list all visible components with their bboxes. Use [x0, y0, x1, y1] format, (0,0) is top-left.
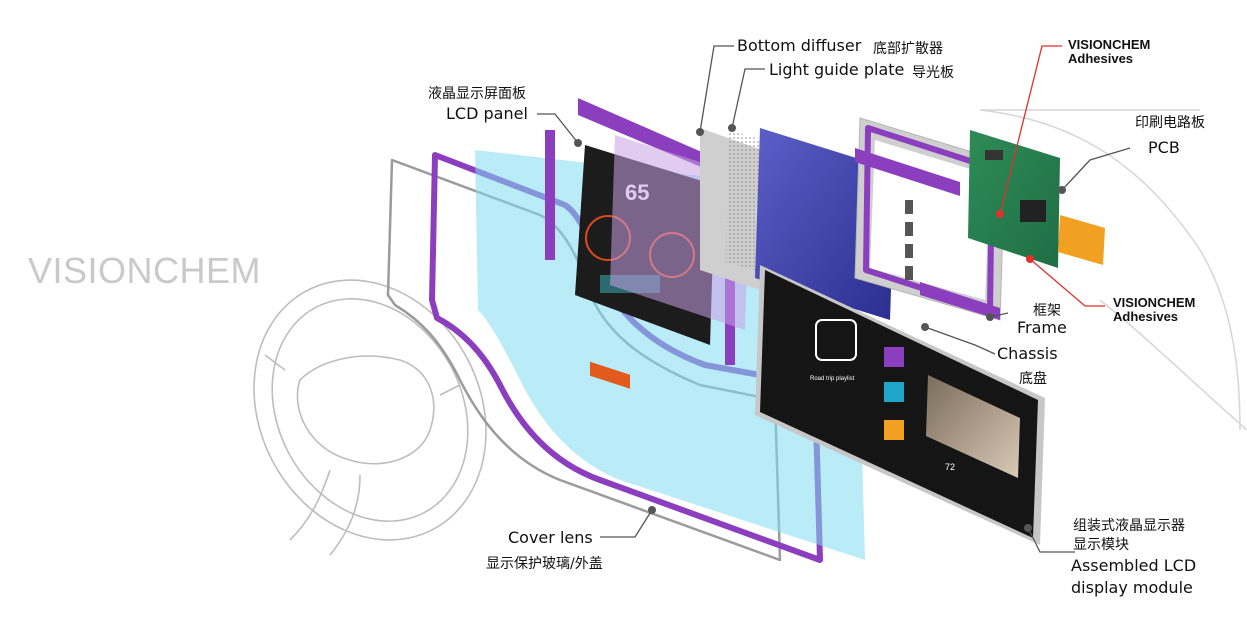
- label-bottom-diffuser-en: Bottom diffuser: [737, 36, 862, 55]
- label-light-guide-zh: 导光板: [912, 65, 954, 81]
- label-bottom-diffuser-zh: 底部扩散器: [873, 41, 943, 57]
- label-adhesives-top-word: Adhesives: [1068, 51, 1134, 66]
- frame-strip-bottom: [920, 282, 1000, 320]
- label-frame-en: Frame: [1017, 318, 1067, 337]
- brand-watermark: VISIONCHEM: [28, 250, 262, 291]
- cover-lens-glass: [475, 150, 865, 560]
- dashboard-sketch: [979, 109, 1247, 431]
- label-adhesives-bottom: VISIONCHEM Adhesives: [1113, 296, 1195, 324]
- label-chassis-zh: 底盘: [1019, 371, 1047, 387]
- adhesive-strip-top: [578, 98, 720, 175]
- label-assembled-en-1: Assembled LCD: [1071, 556, 1197, 575]
- label-adhesives-bottom-brand: VISIONCHEM: [1113, 295, 1196, 310]
- label-light-guide-en: Light guide plate: [769, 60, 905, 79]
- label-lcd-panel-en: LCD panel: [446, 104, 528, 123]
- label-adhesives-bottom-word: Adhesives: [1113, 309, 1179, 324]
- label-assembled-zh-1: 组装式液晶显示器: [1073, 518, 1185, 534]
- label-assembled-en-2: display module: [1071, 578, 1193, 597]
- label-adhesives-top: VISIONCHEM Adhesives: [1068, 38, 1150, 66]
- frame-strip-top: [855, 148, 960, 196]
- label-cover-lens-en: Cover lens: [508, 528, 593, 547]
- label-cover-lens-zh: 显示保护玻璃/外盖: [486, 556, 603, 572]
- label-chassis-en: Chassis: [997, 344, 1058, 363]
- module-playlist-label: Road trip playlist: [810, 376, 855, 382]
- label-frame-zh: 框架: [1033, 303, 1061, 319]
- leader-lines: [537, 45, 1131, 553]
- adhesive-leader-lines: [999, 45, 1105, 307]
- assembled-module: Road trip playlist 72: [755, 265, 1045, 545]
- leader-dots: [574, 124, 1066, 532]
- label-pcb-en: PCB: [1148, 138, 1180, 157]
- module-temp-readout: 72: [945, 462, 955, 472]
- adhesive-leader-dots: [996, 210, 1034, 263]
- label-pcb-zh: 印刷电路板: [1135, 115, 1205, 131]
- adhesive-strip-left: [545, 130, 555, 260]
- label-adhesives-top-brand: VISIONCHEM: [1068, 37, 1151, 52]
- label-assembled-zh-2: 显示模块: [1073, 537, 1129, 553]
- pcb-board: [968, 130, 1105, 268]
- label-lcd-panel-zh: 液晶显示屏面板: [428, 86, 526, 102]
- steering-wheel-sketch: [253, 279, 487, 556]
